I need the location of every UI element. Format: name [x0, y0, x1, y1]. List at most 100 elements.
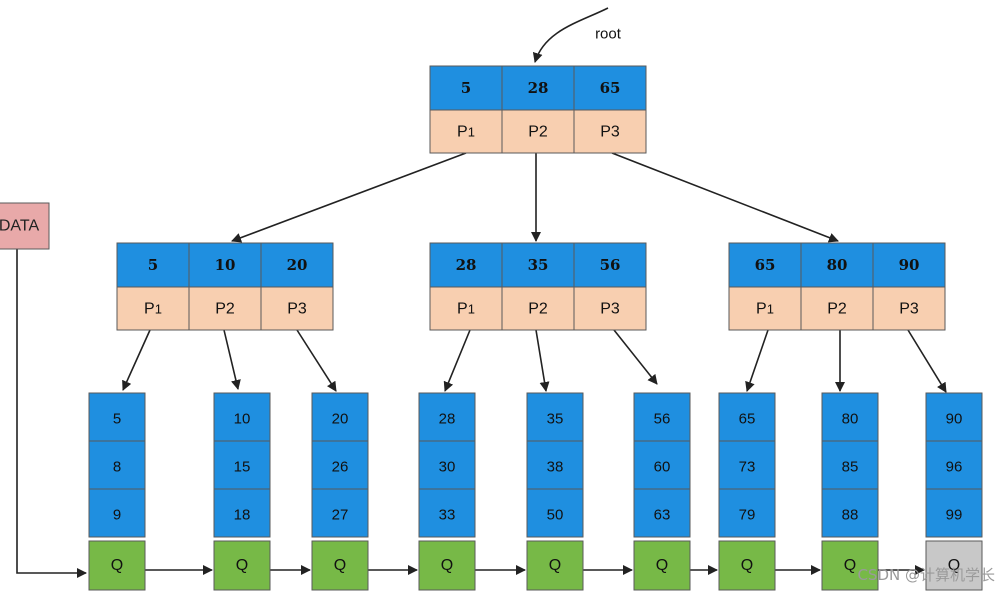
internal-node-pointer-cell — [260, 286, 334, 331]
internal-node-pointer-label: P3 — [899, 300, 919, 317]
leaf-value-cell — [213, 488, 271, 538]
leaf-value: 90 — [946, 411, 963, 428]
internal-node-pointer-label: P3 — [287, 300, 307, 317]
internal-node-pointer-label: P1 — [756, 300, 774, 317]
leaf-value-cell — [925, 392, 983, 442]
leaf-value-cell — [311, 488, 369, 538]
internal-node-key-label: 5 — [148, 256, 158, 274]
leaf-value: 80 — [842, 411, 859, 428]
root-label: root — [595, 26, 622, 43]
internal-node-key-cell — [872, 242, 946, 288]
leaf-q-label: Q — [111, 557, 123, 574]
leaf-q-cell — [925, 540, 983, 591]
leaf-value: 28 — [439, 411, 456, 428]
internal-node-pointer-cell — [728, 286, 802, 331]
internal-node-pointer-label: P2 — [827, 300, 847, 317]
leaf-q-label: Q — [948, 557, 960, 574]
leaf-value-cell — [213, 392, 271, 442]
leaf-node: 90 96 99Q — [925, 392, 983, 591]
leaf-q-label: Q — [334, 557, 346, 574]
leaf-value: 26 — [332, 459, 349, 476]
root-node-key-label: 5 — [461, 79, 471, 97]
edge-internal-to-leaf — [122, 329, 151, 391]
leaf-value: 85 — [842, 459, 859, 476]
internal-node-key-label: 20 — [287, 256, 308, 274]
internal-node-pointer-cell — [872, 286, 946, 331]
internal-node-key-cell — [573, 242, 647, 288]
leaf-value: 10 — [234, 411, 251, 428]
edge-root-p3 — [611, 152, 839, 243]
leaf-value: 56 — [654, 411, 671, 428]
internal-node-pointer-label: P1 — [144, 300, 162, 317]
leaf-value: 88 — [842, 507, 859, 524]
leaf-q-cell — [821, 540, 879, 591]
root-node-pointer-cell — [573, 109, 647, 154]
leaf-value: 50 — [547, 507, 564, 524]
leaf-node: 56 60 63Q — [633, 392, 691, 591]
edge-internal-to-leaf — [613, 329, 658, 385]
leaf-value: 35 — [547, 411, 564, 428]
internal-node-key-cell — [429, 242, 503, 288]
leaf-q-label: Q — [236, 557, 248, 574]
leaf-q-label: Q — [441, 557, 453, 574]
internal-node-pointer-label: P2 — [528, 300, 548, 317]
leaf-value-cell — [418, 488, 476, 538]
edge-internal-to-leaf — [296, 329, 337, 392]
leaf-value-cell — [925, 488, 983, 538]
leaf-value: 73 — [739, 459, 756, 476]
leaf-q-cell — [633, 540, 691, 591]
leaf-value: 79 — [739, 507, 756, 524]
watermark: CSDN @计算机学长 — [857, 566, 995, 584]
leaf-value-cell — [213, 440, 271, 490]
internal-node-key-label: 10 — [215, 256, 236, 274]
leaf-value: 60 — [654, 459, 671, 476]
leaf-value-cell — [821, 488, 879, 538]
leaf-value: 63 — [654, 507, 671, 524]
internal-node-key-label: 28 — [456, 256, 477, 274]
leaf-q-label: Q — [656, 557, 668, 574]
internal-node-pointer-label: P1 — [457, 300, 475, 317]
leaf-value: 65 — [739, 411, 756, 428]
leaf-value: 99 — [946, 507, 963, 524]
leaf-value-cell — [88, 488, 146, 538]
internal-node-key-label: 80 — [827, 256, 848, 274]
internal-node-key-cell — [501, 242, 575, 288]
leaf-value-cell — [633, 488, 691, 538]
leaf-q-label: Q — [844, 557, 856, 574]
leaf-value: 18 — [234, 507, 251, 524]
internal-node-pointer-cell — [116, 286, 190, 331]
internal-node-key-label: 35 — [528, 256, 549, 274]
leaf-value-cell — [88, 440, 146, 490]
edge-internal-to-leaf — [223, 329, 241, 390]
internal-node-key-label: 90 — [899, 256, 920, 274]
leaf-q-label: Q — [549, 557, 561, 574]
leaf-value-cell — [821, 392, 879, 442]
root-indicator-arrow — [532, 7, 609, 63]
root-node-pointer-label: P2 — [528, 123, 548, 140]
leaf-value: 30 — [439, 459, 456, 476]
internal-node-key-label: 56 — [600, 256, 621, 274]
leaf-value: 5 — [113, 411, 121, 428]
internal-node-key-cell — [188, 242, 262, 288]
leaf-q-cell — [213, 540, 271, 591]
leaf-value: 20 — [332, 411, 349, 428]
edge-internal-to-leaf — [443, 329, 471, 392]
leaf-node: 80 85 88Q — [821, 392, 879, 591]
leaf-value: 9 — [113, 507, 121, 524]
leaf-value: 27 — [332, 507, 349, 524]
leaf-value: 96 — [946, 459, 963, 476]
leaf-q-label: Q — [741, 557, 753, 574]
edge-internal-to-leaf — [535, 329, 550, 392]
internal-node-pointer-label: P3 — [600, 300, 620, 317]
root-node-pointer-cell — [429, 109, 503, 154]
internal-node-key-cell — [728, 242, 802, 288]
edge-root-p1 — [231, 152, 467, 243]
internal-node-pointer-label: P2 — [215, 300, 235, 317]
